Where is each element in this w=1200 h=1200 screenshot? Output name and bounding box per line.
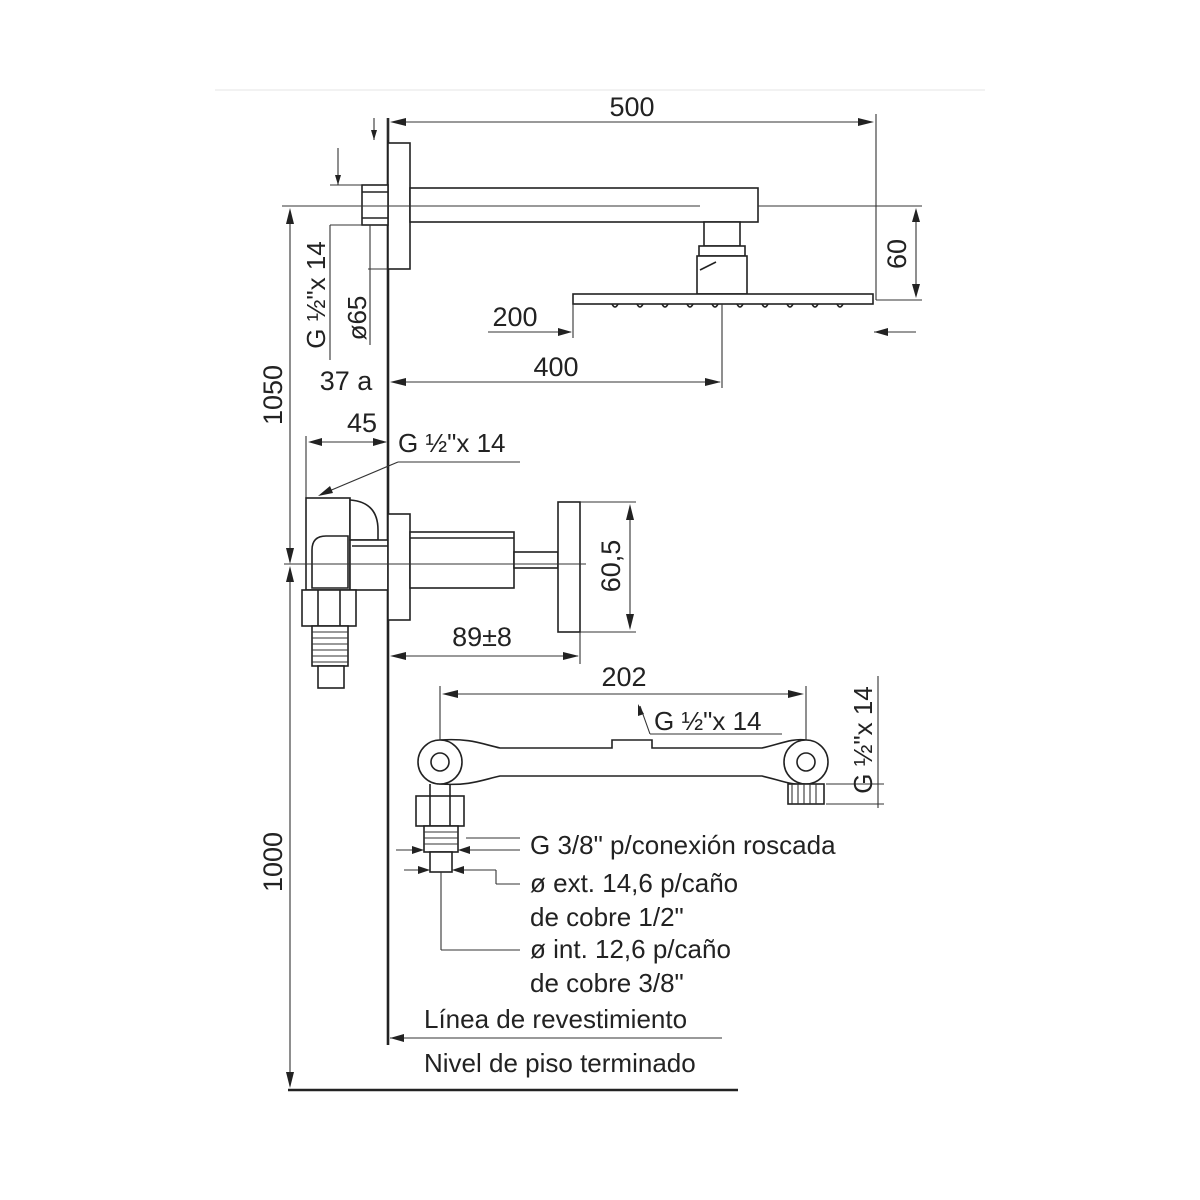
svg-text:202: 202 bbox=[601, 662, 646, 692]
label-floor-finish: Nivel de piso terminado bbox=[424, 1048, 696, 1078]
dimension-202: 202 bbox=[439, 662, 807, 740]
mixer-valve-front bbox=[387, 501, 581, 633]
dimension-400: 400 bbox=[390, 304, 723, 388]
note-connection-threaded: G 3/8" p/conexión roscada bbox=[396, 830, 836, 860]
head-edge-arrow bbox=[874, 328, 916, 336]
svg-text:400: 400 bbox=[533, 352, 578, 382]
label-37a: 37 a bbox=[320, 366, 374, 396]
dimension-1050: 1050 bbox=[258, 205, 700, 564]
shower-head-nozzles bbox=[611, 303, 844, 308]
svg-text:1000: 1000 bbox=[258, 832, 288, 892]
dimension-thread-top: G ½"x 14 bbox=[301, 224, 362, 360]
svg-text:G ½"x 14: G ½"x 14 bbox=[301, 241, 331, 349]
dimension-thread-valve: G ½"x 14 bbox=[318, 428, 520, 496]
svg-text:60: 60 bbox=[882, 239, 912, 269]
label-wall-finish: Línea de revestimiento bbox=[390, 1004, 722, 1042]
svg-text:ø ext. 14,6 p/caño: ø ext. 14,6 p/caño bbox=[530, 868, 738, 898]
note-inner-diameter: ø int. 12,6 p/caño de cobre 3/8" bbox=[440, 872, 731, 998]
dimension-60: 60 bbox=[758, 205, 922, 301]
svg-text:37 a: 37 a bbox=[320, 366, 374, 396]
shower-arm-assembly bbox=[361, 142, 874, 305]
svg-text:ø int. 12,6 p/caño: ø int. 12,6 p/caño bbox=[530, 934, 731, 964]
note-outer-diameter: ø ext. 14,6 p/caño de cobre 1/2" bbox=[404, 866, 738, 932]
svg-text:1050: 1050 bbox=[258, 365, 288, 425]
mixer-valve-body bbox=[301, 497, 389, 689]
svg-text:Nivel de piso terminado: Nivel de piso terminado bbox=[424, 1048, 696, 1078]
dimension-89: 89±8 bbox=[390, 622, 581, 664]
svg-text:G 3/8" p/conexión roscada: G 3/8" p/conexión roscada bbox=[530, 830, 836, 860]
svg-text:G ½"x 14: G ½"x 14 bbox=[848, 686, 878, 794]
svg-text:de cobre 3/8": de cobre 3/8" bbox=[530, 968, 684, 998]
svg-text:45: 45 bbox=[347, 408, 377, 438]
svg-text:200: 200 bbox=[492, 302, 537, 332]
connection-bar bbox=[415, 738, 829, 873]
dimension-1000: 1000 bbox=[258, 566, 294, 1088]
svg-text:500: 500 bbox=[609, 92, 654, 122]
dimension-60-5: 60,5 bbox=[580, 501, 636, 633]
svg-text:G ½"x 14: G ½"x 14 bbox=[398, 428, 506, 458]
flange-offset-marks bbox=[330, 118, 377, 186]
dimension-500: 500 bbox=[387, 92, 877, 300]
svg-text:60,5: 60,5 bbox=[596, 540, 626, 593]
svg-text:ø65: ø65 bbox=[342, 296, 372, 341]
dimension-thread-bar-center: G ½"x 14 bbox=[638, 704, 782, 736]
dimension-diameter-65: ø65 bbox=[342, 225, 388, 345]
svg-text:89±8: 89±8 bbox=[452, 622, 512, 652]
svg-text:G ½"x 14: G ½"x 14 bbox=[654, 706, 762, 736]
dimension-thread-bar-right: G ½"x 14 bbox=[826, 676, 884, 808]
dimension-200: 200 bbox=[488, 302, 574, 338]
svg-text:Línea de revestimiento: Línea de revestimiento bbox=[424, 1004, 687, 1034]
dimension-45: 45 bbox=[305, 408, 387, 498]
svg-text:de cobre 1/2": de cobre 1/2" bbox=[530, 902, 684, 932]
